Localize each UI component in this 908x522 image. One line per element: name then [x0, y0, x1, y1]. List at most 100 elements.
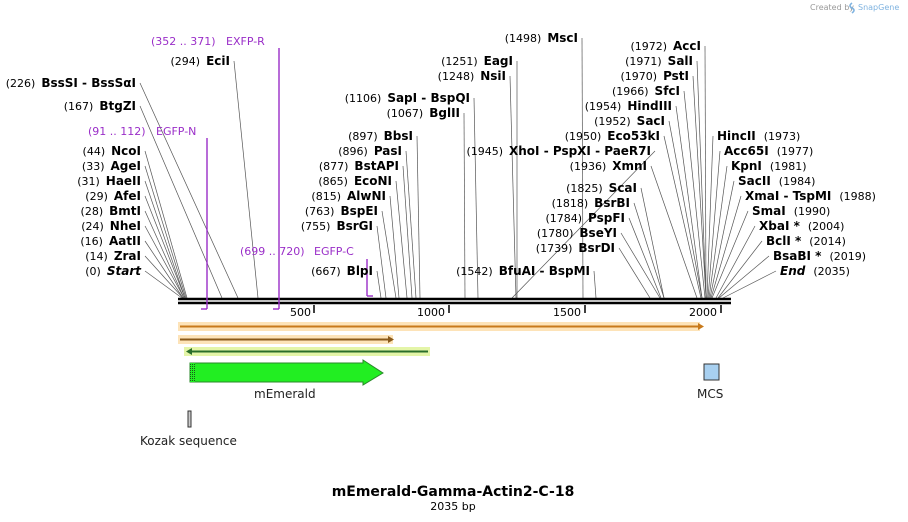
leader-lines — [139, 37, 777, 299]
restriction-site[interactable]: SapI - BspQI(1106) — [345, 91, 470, 105]
restriction-site[interactable]: PstI(1970) — [620, 69, 689, 83]
restriction-site[interactable]: End (2035) — [780, 264, 850, 278]
site-leader — [144, 255, 184, 299]
restriction-site[interactable]: BseYI(1780) — [537, 226, 617, 240]
restriction-site[interactable]: SmaI(1990) — [752, 204, 830, 218]
restriction-site[interactable]: ScaI(1825) — [566, 181, 637, 195]
site-leader — [715, 225, 756, 299]
restriction-site[interactable]: MscI(1498) — [505, 31, 578, 45]
site-name: SacII — [738, 174, 771, 188]
site-position: (1981) — [770, 160, 807, 173]
restriction-site[interactable]: NsiI(1248) — [438, 69, 506, 83]
site-name: SacI — [637, 114, 665, 128]
restriction-site[interactable]: BsrBI(1818) — [552, 196, 630, 210]
site-position: (877) — [319, 160, 349, 173]
restriction-site[interactable]: NcoI(44) — [83, 144, 141, 158]
restriction-site[interactable]: BsrGI(755) — [301, 219, 373, 233]
snapgene-brand: SnapGene — [858, 3, 899, 12]
restriction-site[interactable]: Start(0) — [85, 264, 142, 278]
restriction-site[interactable]: PasI(896) — [338, 144, 402, 158]
restriction-site[interactable]: BlpI(667) — [311, 264, 373, 278]
feature-memerald[interactable]: mEmerald — [189, 359, 384, 401]
restriction-site[interactable]: SacII(1984) — [738, 174, 815, 188]
orf-reverse[interactable] — [184, 347, 430, 356]
restriction-site[interactable]: AatII(16) — [80, 234, 141, 248]
site-name: AatII — [109, 234, 141, 248]
restriction-site[interactable]: EcoNI(865) — [318, 174, 392, 188]
feature-kozak[interactable]: Kozak sequence — [140, 410, 237, 448]
site-position: (763) — [305, 205, 335, 218]
restriction-site[interactable]: XmaI - TspMI(1988) — [745, 189, 876, 203]
primer-name: EGFP-C — [314, 245, 354, 258]
site-name: PasI — [374, 144, 402, 158]
restriction-site[interactable]: NheI(24) — [81, 219, 141, 233]
restriction-site[interactable]: BbsI(897) — [348, 129, 413, 143]
feature-label: MCS — [697, 387, 723, 401]
restriction-site[interactable]: HindIII(1954) — [585, 99, 672, 113]
primer-egfp-n[interactable]: (91 .. 112) EGFP-N — [88, 125, 208, 310]
restriction-site[interactable]: BspEI(763) — [305, 204, 378, 218]
restriction-site[interactable]: BfuAI - BspMI(1542) — [456, 264, 590, 278]
orf-forward-short[interactable] — [178, 335, 394, 344]
ruler-tick-label: 1000 — [417, 306, 445, 319]
site-position: (815) — [311, 190, 341, 203]
restriction-site[interactable]: XbaI *(2004) — [759, 219, 844, 233]
restriction-site[interactable]: EagI(1251) — [441, 54, 513, 68]
restriction-site[interactable]: EciI(294) — [171, 54, 230, 68]
restriction-site[interactable]: AgeI(33) — [82, 159, 141, 173]
site-leader — [618, 247, 651, 299]
restriction-site[interactable]: BsrDI(1739) — [536, 241, 615, 255]
restriction-site[interactable]: KpnI(1981) — [731, 159, 806, 173]
kozak-box — [187, 410, 192, 428]
restriction-site[interactable]: SacI (1952) — [594, 114, 665, 128]
primer-egfp-c[interactable]: (699 .. 720) EGFP-C — [240, 245, 373, 297]
site-leader — [139, 82, 239, 299]
restriction-site[interactable]: Acc65I(1977) — [724, 144, 813, 158]
orf-forward-long[interactable] — [178, 322, 704, 331]
site-position: (2035) — [813, 265, 850, 278]
site-name: AccI — [673, 39, 701, 53]
site-position: (1971) — [625, 55, 662, 68]
primer-range: (352 .. 371) — [151, 35, 216, 48]
restriction-site[interactable]: AlwNI(815) — [311, 189, 386, 203]
site-leader — [144, 270, 183, 299]
site-position: (1973) — [764, 130, 801, 143]
restriction-site[interactable]: PspFI(1784) — [545, 211, 625, 225]
site-name: XmaI - TspMI — [745, 189, 831, 203]
site-name: End — [780, 264, 806, 278]
restriction-site[interactable]: SalI (1971) — [625, 54, 693, 68]
site-name: BstAPI — [354, 159, 399, 173]
restriction-site[interactable]: AfeI(29) — [85, 189, 141, 203]
feature-mcs[interactable]: MCS — [697, 363, 723, 401]
site-name: AfeI — [114, 189, 141, 203]
restriction-site[interactable]: AccI(1972) — [630, 39, 701, 53]
site-position: (1952) — [594, 115, 631, 128]
restriction-site[interactable]: SfcI(1966) — [612, 84, 680, 98]
site-name: BbsI — [384, 129, 413, 143]
restriction-site[interactable]: XmnI(1936) — [570, 159, 647, 173]
ruler-tick-label: 500 — [290, 306, 311, 319]
credit-text: Created by — [810, 3, 854, 12]
restriction-site[interactable]: XhoI - PspXI - PaeR7I(1945) — [466, 144, 651, 158]
restriction-site[interactable]: Eco53kI(1950) — [565, 129, 660, 143]
site-name: SalI — [668, 54, 693, 68]
primer-name: EGFP-N — [156, 125, 196, 138]
restriction-site[interactable]: BmtI(28) — [81, 204, 141, 218]
restriction-site[interactable]: HincII(1973) — [717, 129, 800, 143]
restriction-site[interactable]: HaeII(31) — [77, 174, 141, 188]
site-leader — [511, 150, 656, 299]
site-leader — [710, 195, 742, 299]
restriction-site[interactable]: BclI *(2014) — [766, 234, 846, 248]
primer-exfp-r[interactable]: (352 .. 371) EXFP-R — [151, 35, 280, 310]
site-leader — [144, 195, 186, 299]
site-name: XhoI - PspXI - PaeR7I — [509, 144, 651, 158]
restriction-site[interactable]: ZraI(14) — [85, 249, 141, 263]
restriction-site[interactable]: BglII(1067) — [387, 106, 460, 120]
restriction-site[interactable]: BsaBI *(2019) — [773, 249, 866, 263]
site-position: (1950) — [565, 130, 602, 143]
restriction-site[interactable]: BssSI - BssSαI(226) — [6, 76, 136, 90]
site-leader — [683, 90, 706, 299]
restriction-site[interactable]: BstAPI (877) — [319, 159, 399, 173]
site-leader — [463, 112, 466, 299]
restriction-site[interactable]: BtgZI(167) — [64, 99, 136, 113]
